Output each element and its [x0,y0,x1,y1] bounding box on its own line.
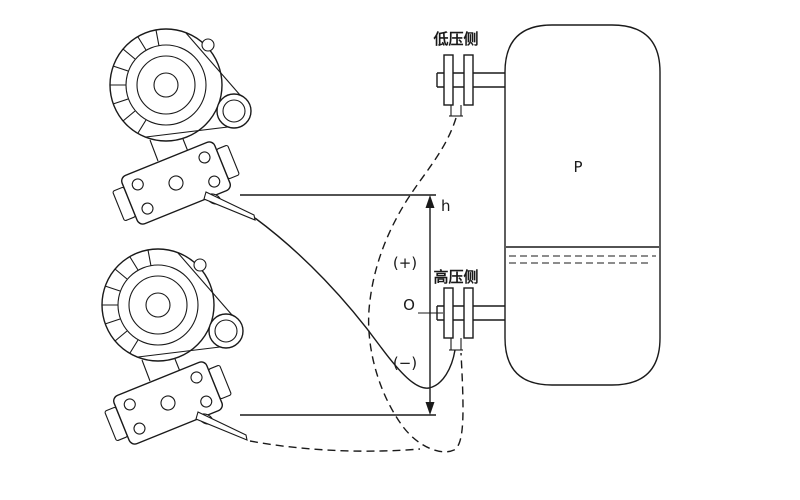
tank-pressure-label: P [573,158,582,176]
impulse-line-dashed-bottom [249,440,421,452]
liquid-level-lines [506,246,659,264]
impulse-line-solid [254,217,456,389]
transmitter-bottom [100,248,248,452]
arrow-down-icon [425,402,435,415]
zero-label: O [403,296,415,314]
height-label: h [441,197,451,215]
plus-label: (+) [393,254,417,272]
dimension-line-h: h (+) O (−) [393,195,451,415]
transmitter-top [108,28,256,232]
arrow-up-icon [425,195,435,208]
impulse-line-dashed [367,117,464,453]
high-pressure-nozzle: 高压侧 [433,268,505,351]
low-pressure-nozzle: 低压侧 [432,30,505,117]
high-pressure-label: 高压侧 [433,268,478,286]
minus-label: (−) [393,354,417,372]
tank-vessel: P [504,24,661,386]
low-pressure-label: 低压侧 [432,30,478,48]
